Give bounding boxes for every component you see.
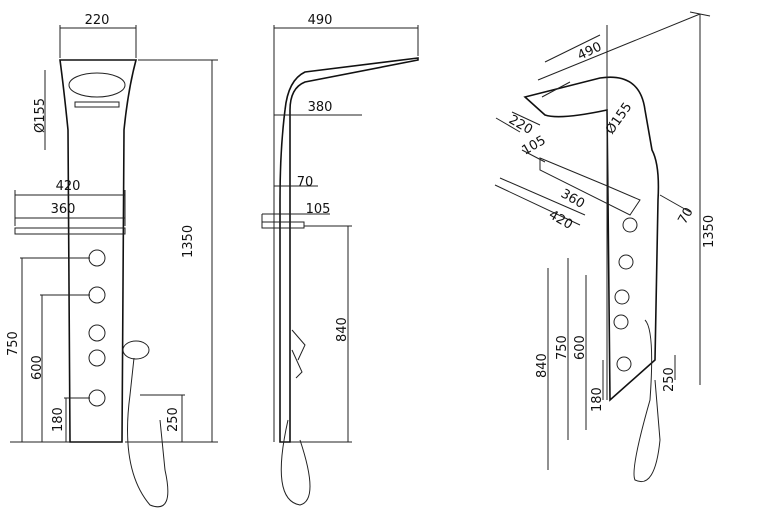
body-jet <box>88 389 106 407</box>
iso-dim-panel-depth: 70 <box>675 205 696 227</box>
iso-dim-shelf-height: 840 <box>535 353 550 378</box>
dim-head-diameter: Ø155 <box>33 98 48 133</box>
dim-width-top: 220 <box>85 13 110 28</box>
dim-head-inner: 380 <box>308 100 333 115</box>
dim-jet-middle: 600 <box>30 355 45 380</box>
waterfall-outlet <box>74 101 120 108</box>
dim-shelf-depth: 105 <box>306 202 331 217</box>
hose <box>127 357 169 508</box>
iso-dim-shelf-depth: 105 <box>520 133 549 158</box>
body-jet <box>88 249 106 267</box>
dim-shelf-height: 840 <box>335 317 350 342</box>
rain-head <box>68 72 126 98</box>
iso-panel <box>523 76 660 402</box>
front-shelf <box>14 227 126 235</box>
dim-shelf-inner: 360 <box>51 202 76 217</box>
hand-shower <box>122 340 150 360</box>
iso-shelf <box>539 157 641 216</box>
iso-dim-total-height: 1350 <box>702 215 717 248</box>
dim-shelf-width: 420 <box>56 179 81 194</box>
dim-holder-height: 250 <box>166 407 181 432</box>
mixer-knob <box>88 349 106 367</box>
iso-dim-jet-middle: 600 <box>573 335 588 360</box>
diverter-knob <box>88 324 106 342</box>
iso-dim-jet-upper: 750 <box>555 335 570 360</box>
iso-dim-head-projection: 490 <box>575 40 604 64</box>
dim-jet-lower: 180 <box>51 407 66 432</box>
iso-view: 490 220 Ø155 105 360 420 70 1350 840 750… <box>494 11 717 482</box>
dim-head-projection: 490 <box>308 13 333 28</box>
front-panel <box>59 59 138 443</box>
body-jet <box>88 286 106 304</box>
iso-dim-width-top: 220 <box>506 112 535 137</box>
dim-total-height: 1350 <box>181 225 196 258</box>
side-panel <box>279 57 419 443</box>
iso-dim-shelf-width: 420 <box>546 207 575 232</box>
side-view: 490 380 70 105 840 <box>261 13 419 506</box>
iso-dim-shelf-inner: 360 <box>558 186 587 211</box>
front-view: 220 Ø155 420 360 1350 750 600 180 250 <box>6 13 218 508</box>
iso-dim-jet-lower: 180 <box>590 387 605 412</box>
iso-dim-holder-height: 250 <box>662 367 677 392</box>
dim-panel-depth: 70 <box>297 175 314 190</box>
side-shelf <box>261 221 305 229</box>
dim-jet-upper: 750 <box>6 331 21 356</box>
